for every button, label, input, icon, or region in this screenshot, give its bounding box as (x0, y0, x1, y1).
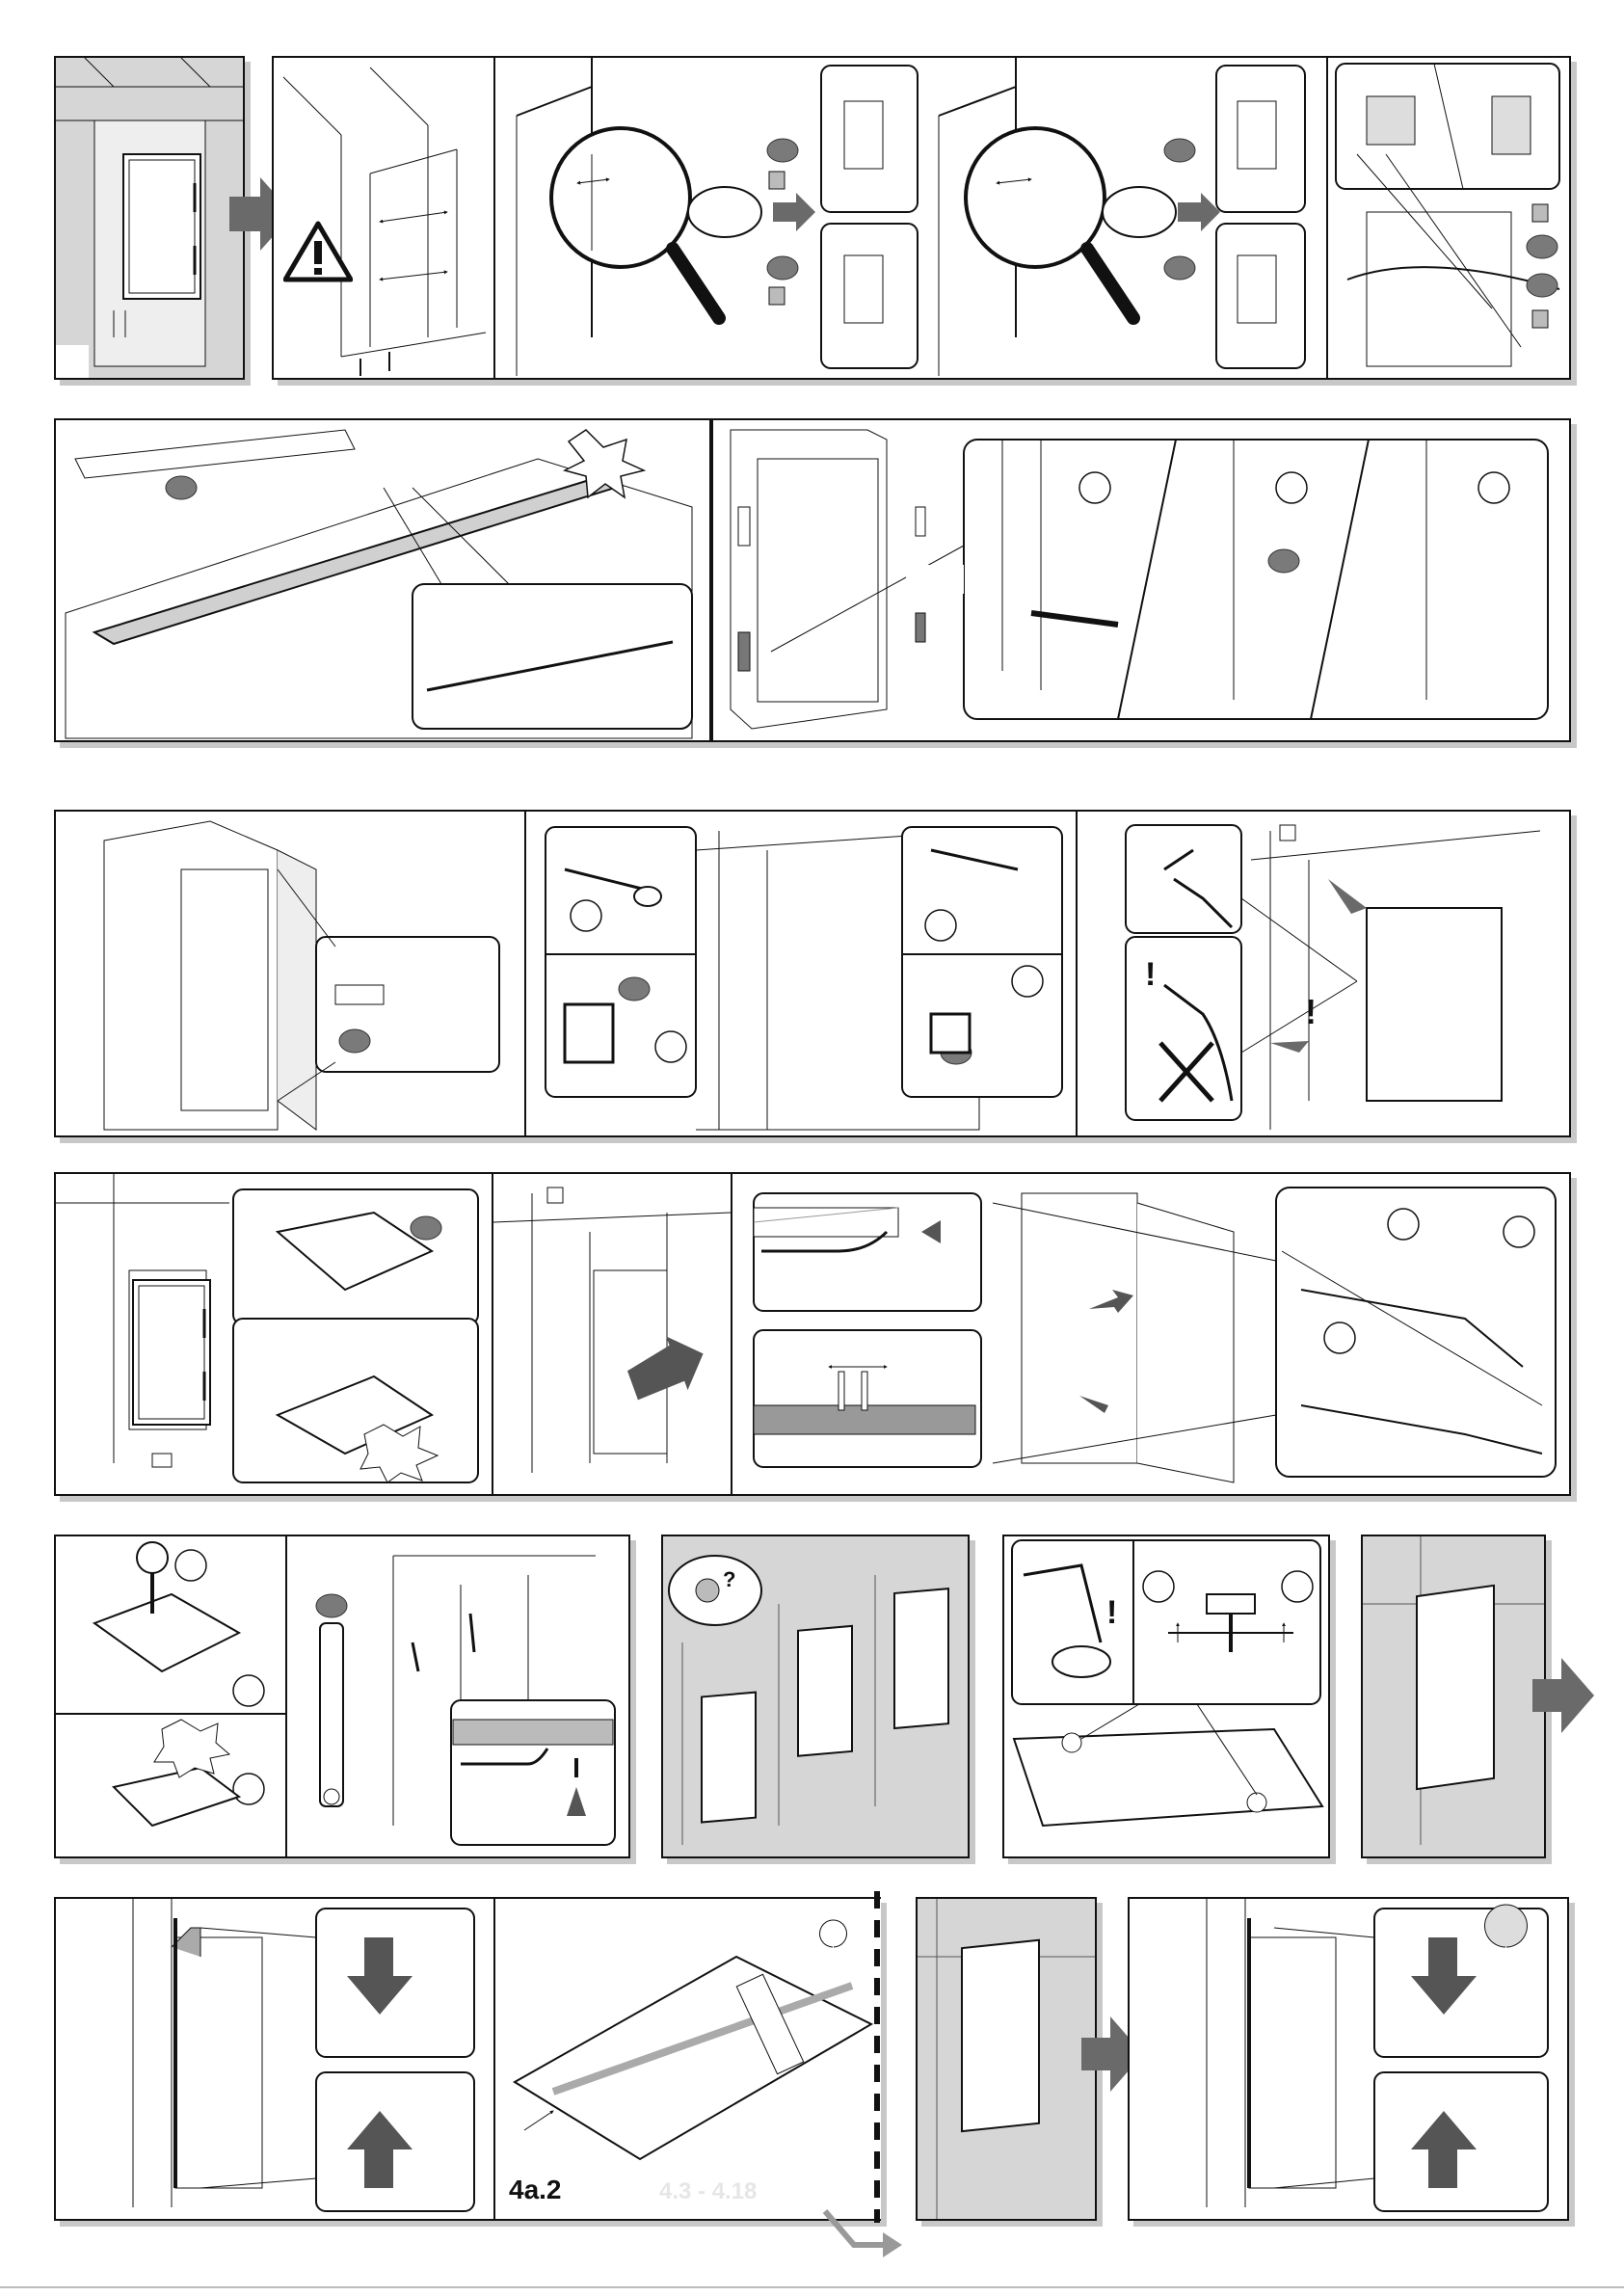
panel-door-handle-clips (711, 418, 1571, 742)
hinge-magnifier-drawing (516, 58, 1306, 376)
panel-screw-corners (524, 810, 1079, 1137)
adjust-screw-drawing: ! (1011, 1539, 1324, 1828)
open-door-drawing (103, 820, 500, 1131)
fix-bracket-drawing (56, 1541, 285, 1828)
panel-niche-check-warning (272, 56, 497, 380)
niche-drawing (282, 67, 487, 376)
panel-align-top-right (1128, 1897, 1569, 2221)
panel-decor-doors: ? (661, 1535, 970, 1858)
svg-text:!: ! (1106, 1594, 1117, 1631)
page-bottom-rule (0, 2286, 1624, 2288)
arrow-right-icon (229, 177, 293, 251)
base-bracket-drawing (56, 1174, 479, 1483)
step-label-4a2: 4a.2 (509, 2175, 562, 2204)
panel-fix-bracket (54, 1535, 287, 1858)
exclamation-icon: ! (1145, 956, 1156, 993)
svg-text:!: ! (1305, 992, 1317, 1031)
arrow-right-icon (1081, 2016, 1143, 2092)
panel-door-hinge-alignment (731, 1172, 1571, 1496)
panel-base-bracket (54, 1172, 493, 1496)
align-top-left-drawing (132, 1899, 475, 2212)
svg-text:?: ? (723, 1567, 735, 1591)
arrow-right-icon (1532, 1658, 1594, 1733)
panel-open-door-detail (54, 810, 528, 1137)
decor-doors-drawing: ? (668, 1555, 949, 1845)
panel-slide-in (492, 1172, 732, 1496)
warning-icon (283, 221, 353, 282)
panel-align-top-left (54, 1897, 495, 2221)
panel-adjust-screw: ! (1002, 1535, 1330, 1858)
hinge-swap-drawing (1335, 63, 1560, 367)
top-rail-drawing (65, 429, 693, 739)
panel-fridge-in-niche (54, 56, 245, 380)
panel-top-rail-mount (54, 418, 711, 742)
decor-door-gray-drawing (918, 1899, 1095, 2219)
panel-hinge-parts-swap (1326, 56, 1571, 380)
decor-door-drawing (1363, 1536, 1544, 1845)
panel-decor-door-gray (916, 1897, 1097, 2221)
panel-cut-panel: 4a.2 4.3 - 4.18 (493, 1897, 881, 2221)
cut-panel-drawing (513, 1919, 874, 2161)
door-hinge-alignment-drawing (753, 1187, 1557, 1483)
fridge-niche-drawing (56, 58, 243, 378)
door-handle-drawing (730, 429, 1549, 730)
panel-mount-strip (285, 1535, 630, 1858)
slide-in-drawing (493, 1187, 731, 1473)
screw-corners-drawing (545, 826, 1063, 1131)
panel-plug-and-push-in: ! ! (1076, 810, 1571, 1137)
plug-push-drawing: ! ! (1125, 824, 1541, 1130)
align-top-right-drawing (1206, 1899, 1549, 2212)
dashed-divider (874, 1891, 880, 2223)
panel-hinge-magnifiers (493, 56, 1328, 380)
step-label-faded: 4.3 - 4.18 (659, 2178, 758, 2204)
mount-strip-drawing (315, 1555, 616, 1846)
panel-decor-door-arrow (1361, 1535, 1546, 1858)
turn-arrow-icon (822, 2209, 902, 2257)
